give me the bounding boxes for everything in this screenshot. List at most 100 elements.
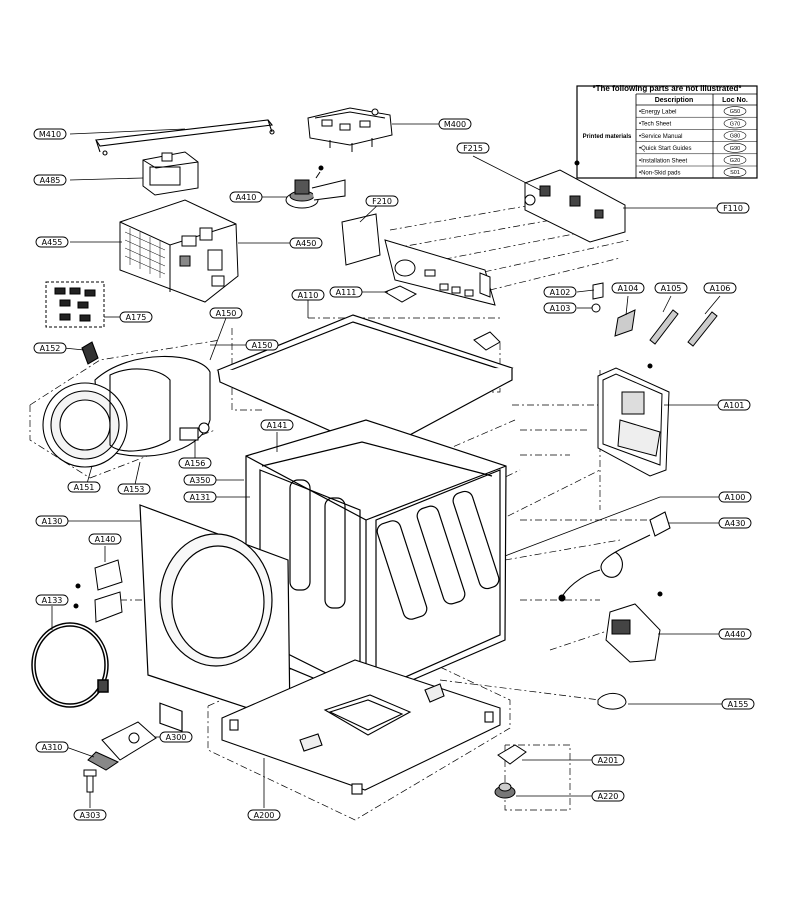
connector-set-a175 bbox=[45, 281, 105, 328]
part-tag-a141: A141 bbox=[260, 419, 294, 431]
part-tag-label: F110 bbox=[723, 204, 743, 213]
top-cover-a110 bbox=[216, 314, 514, 453]
display-pcb-f110 bbox=[524, 160, 626, 243]
table-row-description: •Installation Sheet bbox=[639, 158, 687, 164]
part-tag-a455: A455 bbox=[35, 236, 69, 248]
part-tag-a410: A410 bbox=[229, 191, 263, 203]
part-tag-a440: A440 bbox=[718, 628, 752, 640]
door-hinge-a140 bbox=[73, 559, 123, 623]
part-tag-label: A110 bbox=[298, 291, 319, 300]
leader-lines bbox=[51, 123, 722, 808]
part-tag-label: A175 bbox=[126, 313, 147, 322]
part-tag-a303: A303 bbox=[73, 809, 107, 821]
part-tag-a102: A102 bbox=[543, 286, 577, 298]
main-pcb-assembly bbox=[119, 199, 239, 303]
part-tag-a300: A300 bbox=[159, 731, 193, 743]
part-tag-f215: F215 bbox=[456, 142, 490, 154]
part-tag-label: A350 bbox=[190, 476, 211, 485]
table-header-description: Description bbox=[655, 97, 694, 104]
power-cord-a430 bbox=[558, 511, 671, 602]
part-tag-label: A201 bbox=[598, 756, 619, 765]
table-row-loc: G90 bbox=[730, 146, 740, 152]
screw-a303 bbox=[83, 769, 97, 793]
part-tag-f210: F210 bbox=[365, 195, 399, 207]
pressure-switch-a410 bbox=[285, 165, 346, 209]
drain-pump-a201 bbox=[494, 744, 527, 799]
table-row-loc: G70 bbox=[730, 121, 740, 127]
table-row-description: •Tech Sheet bbox=[639, 122, 671, 128]
hinge-a111 bbox=[383, 285, 501, 351]
part-tag-label: A151 bbox=[74, 483, 95, 492]
part-tag-a131: A131 bbox=[183, 491, 217, 503]
part-tag-label: A111 bbox=[336, 288, 357, 297]
table-header-loc: Loc No. bbox=[722, 97, 748, 104]
part-tag-a220: A220 bbox=[591, 790, 625, 802]
foot-a155 bbox=[597, 693, 627, 710]
part-tag-label: A105 bbox=[661, 284, 682, 293]
part-tag-label: A450 bbox=[296, 239, 317, 248]
part-tag-label: A152 bbox=[40, 344, 61, 353]
part-tag-a430: A430 bbox=[718, 517, 752, 529]
part-tag-a450: A450 bbox=[289, 237, 323, 249]
part-tag-a201: A201 bbox=[591, 754, 625, 766]
part-tag-a151: A151 bbox=[67, 481, 101, 493]
part-tag-label: A455 bbox=[42, 238, 63, 247]
part-tag-label: A200 bbox=[254, 811, 275, 820]
table-row-loc: S01 bbox=[730, 170, 740, 176]
part-tag-a106: A106 bbox=[703, 282, 737, 294]
table-row-loc: G50 bbox=[730, 109, 740, 115]
part-tag-a101: A101 bbox=[717, 399, 751, 411]
table-row-description: •Energy Label bbox=[639, 110, 676, 116]
part-tag-a140: A140 bbox=[88, 533, 122, 545]
part-tag-label: A103 bbox=[550, 304, 571, 313]
part-tag-label: A133 bbox=[42, 596, 63, 605]
table-row-description: •Non-Skid pads bbox=[639, 171, 680, 177]
service-cover-a300 bbox=[87, 721, 157, 771]
inlet-valve-m400 bbox=[307, 107, 393, 152]
part-tag-a104: A104 bbox=[611, 282, 645, 294]
hose-bracket-m410 bbox=[95, 119, 275, 156]
part-tag-a350: A350 bbox=[183, 474, 217, 486]
table-group-label: Printed materials bbox=[583, 134, 632, 140]
clamp-ring-a133 bbox=[31, 622, 109, 708]
part-tag-label: A310 bbox=[42, 743, 63, 752]
part-tag-label: A303 bbox=[80, 811, 101, 820]
part-tag-label: A102 bbox=[550, 288, 571, 297]
part-tag-label: A150 bbox=[216, 309, 237, 318]
table-row-description: •Service Manual bbox=[639, 134, 682, 140]
part-tag-label: A153 bbox=[124, 485, 145, 494]
part-tag-a152: A152 bbox=[33, 342, 67, 354]
part-tag-a105: A105 bbox=[654, 282, 688, 294]
part-tag-label: A150 bbox=[252, 341, 273, 350]
part-tag-a133: A133 bbox=[35, 594, 69, 606]
table-row-loc: G80 bbox=[730, 134, 740, 140]
part-tag-a111: A111 bbox=[329, 286, 363, 298]
part-tag-m400: M400 bbox=[438, 118, 472, 130]
part-tag-a110: A110 bbox=[291, 289, 325, 301]
noise-filter-a440 bbox=[605, 591, 663, 663]
part-tag-a200: A200 bbox=[247, 809, 281, 821]
part-tag-label: A440 bbox=[725, 630, 746, 639]
part-tag-label: A140 bbox=[95, 535, 116, 544]
part-tag-label: A300 bbox=[166, 733, 187, 742]
part-tag-label: A156 bbox=[185, 459, 206, 468]
tub-assembly-a150 bbox=[42, 341, 211, 468]
base-frame-a200 bbox=[221, 659, 501, 795]
part-tag-a103: A103 bbox=[543, 302, 577, 314]
control-panel-assembly bbox=[341, 213, 496, 306]
part-tag-label: A141 bbox=[267, 421, 288, 430]
part-tag-label: A155 bbox=[728, 700, 749, 709]
cabinet-frame-a100 bbox=[245, 419, 507, 701]
part-tag-label: A410 bbox=[236, 193, 257, 202]
table-title: *The following parts are not illustrated… bbox=[593, 84, 743, 93]
table-rows: •Energy Label G50 •Tech Sheet G70 •Service M… bbox=[636, 106, 757, 179]
part-tag-label: A101 bbox=[724, 401, 745, 410]
not-illustrated-parts-table: *The following parts are not illustrated… bbox=[576, 84, 758, 179]
part-tag-a175: A175 bbox=[119, 311, 153, 323]
part-tag-a153: A153 bbox=[117, 483, 151, 495]
part-tag-m410: M410 bbox=[33, 128, 67, 140]
part-tag-a485: A485 bbox=[33, 174, 67, 186]
part-tag-label: F210 bbox=[372, 197, 392, 206]
